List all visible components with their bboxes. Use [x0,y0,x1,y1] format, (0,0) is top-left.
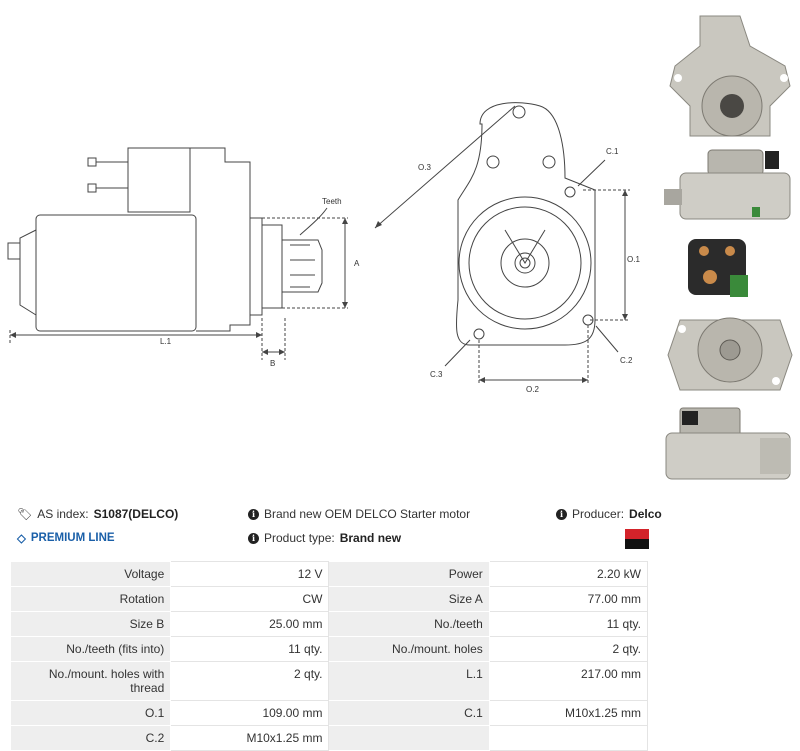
technical-drawing: Teeth A B L.1 O.1 O.2 O.3 C.1 C.2 C.3 [0,0,660,400]
dim-o1-label: O.1 [627,255,640,264]
spec-value: M10x1.25 mm [488,700,649,726]
dim-c3-label: C.3 [430,370,443,379]
starter-flange-photo-icon[interactable] [660,305,800,397]
dim-o2-label: O.2 [526,385,539,394]
spec-label: No./teeth (fits into) [9,636,172,662]
product-photos [660,0,800,490]
description: i Brand new OEM DELCO Starter motor [248,507,470,521]
tag-icon: 🏷 [17,507,33,521]
spec-value: 217.00 mm [488,661,649,701]
as-index-label: AS index: [37,507,89,521]
starter-side-photo-icon[interactable] [660,145,800,227]
premium-line: ◇ PREMIUM LINE [17,531,115,545]
spec-value: 2 qty. [170,661,330,701]
spec-label: Size B [9,611,172,637]
spec-value: 2 qty. [488,636,649,662]
spec-label [328,725,490,751]
description-text: Brand new OEM DELCO Starter motor [264,507,471,521]
premium-line-label: PREMIUM LINE [30,532,115,544]
spec-value: M10x1.25 mm [170,725,330,751]
as-index: 🏷 AS index: S1087(DELCO) [17,507,178,521]
spec-value: 11 qty. [488,611,649,637]
product-type-value: Brand new [339,531,402,545]
as-index-value: S1087(DELCO) [93,507,179,521]
info-icon: i [248,508,259,520]
spec-value: 12 V [170,561,330,587]
teeth-label: Teeth [322,197,342,206]
diamond-icon: ◇ [17,533,26,545]
spec-value: 11 qty. [170,636,330,662]
spec-value: 77.00 mm [488,586,649,612]
spec-label: C.1 [328,700,490,726]
spec-label: Rotation [9,586,172,612]
starter-side-photo-2-icon[interactable] [660,403,800,487]
dim-c1-label: C.1 [606,147,619,156]
product-type: i Product type: Brand new [248,531,401,545]
producer: i Producer: Delco [556,507,662,521]
starter-solenoid-photo-icon[interactable] [660,233,800,305]
spec-value: CW [170,586,330,612]
dim-l1-label: L.1 [160,337,172,346]
spec-label: O.1 [9,700,172,726]
spec-label: No./mount. holes with thread [9,661,172,701]
spec-value: 109.00 mm [170,700,330,726]
spec-label: L.1 [328,661,490,701]
spec-label: C.2 [9,725,172,751]
info-icon: i [248,532,259,544]
spec-label: No./teeth [328,611,490,637]
spec-value: 2.20 kW [488,561,649,587]
spec-label: Voltage [9,561,172,587]
spec-label: Size A [328,586,490,612]
spec-value: 25.00 mm [170,611,330,637]
dim-b-label: B [270,359,275,368]
info-icon: i [556,508,567,520]
spec-value [488,725,649,751]
dim-o3-label: O.3 [418,163,431,172]
producer-label: Producer: [572,507,625,521]
spec-label: Power [328,561,490,587]
dim-a-label: A [354,259,360,268]
product-type-label: Product type: [264,531,335,545]
product-info: 🏷 AS index: S1087(DELCO) ◇ PREMIUM LINE … [0,500,662,556]
starter-front-photo-icon[interactable] [660,6,800,144]
starter-dimension-diagram: Teeth A B L.1 O.1 O.2 O.3 C.1 C.2 C.3 [7,102,640,394]
producer-value: Delco [629,507,662,521]
dim-c2-label: C.2 [620,356,633,365]
table-row: No./teeth (fits into)11 qty.No./mount. h… [9,636,649,662]
spec-label: No./mount. holes [328,636,490,662]
producer-flag-icon [625,529,649,549]
